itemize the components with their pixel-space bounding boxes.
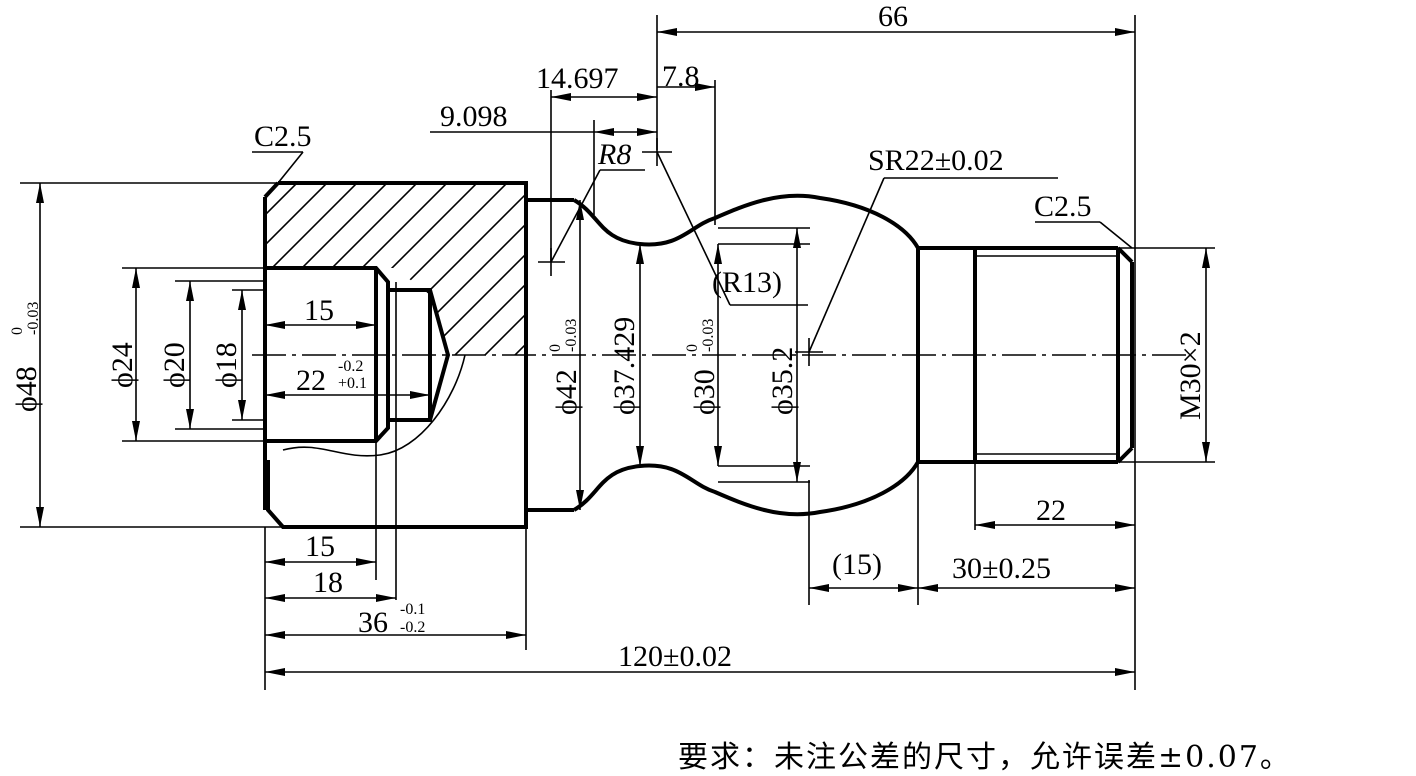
dim-15-paren: (15) [832,548,882,581]
dim-phi48: ϕ48 [10,366,43,412]
dim-36-tol-up: -0.1 [400,601,425,618]
dimension-lines [36,28,1210,676]
dim-c25-right: C2.5 [1034,190,1092,223]
dim-15-bottom: 15 [305,530,335,563]
dim-phi30: ϕ30 [688,369,721,415]
dim-phi35-2: ϕ35.2 [766,347,799,415]
dim-phi18: ϕ18 [210,342,243,388]
dim-phi48-tol-up: 0 [9,327,26,335]
hatch-line [265,183,526,355]
dim-phi30-tol-lo: -0.03 [700,319,717,352]
hatch-line [339,183,526,355]
hatch-line [265,183,526,355]
hatch-line [459,183,526,355]
dim-22-right: 22 [1036,494,1066,527]
dim-phi20: ϕ20 [158,342,191,388]
dim-120: 120±0.02 [618,640,732,673]
dim-9098: 9.098 [440,100,508,133]
hatch-line [265,183,411,355]
hatch-line [309,183,526,355]
dim-m30x2: M30×2 [1174,331,1207,420]
hatch-line [265,183,441,355]
dim-r8: R8 [597,138,631,171]
dim-c25-left: C2.5 [254,120,312,153]
dim-7-8: 7.8 [662,60,700,93]
dim-22: 22 [296,364,326,397]
hatch-line [265,183,501,355]
dim-36: 36 [358,606,388,639]
hatch-line [265,183,526,355]
dim-phi30-tol-up: 0 [684,344,701,352]
hatch-line [265,183,471,355]
hatch-line [265,183,351,355]
dim-phi48-tol-lo: -0.03 [25,302,42,335]
dim-sr22: SR22±0.02 [868,144,1004,177]
dim-r13: (R13) [712,266,782,299]
dim-22-tol-lo: +0.1 [338,375,367,392]
dim-phi42-tol-up: 0 [547,344,564,352]
hatch-line [265,183,526,355]
hatch-line [399,183,526,355]
requirement-note: 要求：未注公差的尺寸，允许误差±0.07。 [678,740,1292,775]
dim-15-inner: 15 [304,294,334,327]
dim-phi24: ϕ24 [106,342,139,388]
dim-18: 18 [313,566,343,599]
dim-phi42-tol-lo: -0.03 [563,319,580,352]
dim-phi42: ϕ42 [550,369,583,415]
dim-22-tol-up: -0.2 [338,358,363,375]
dim-14697: 14.697 [536,62,619,95]
hatch-line [265,183,291,355]
dim-phi37429: ϕ37.429 [608,317,641,415]
dim-30: 30±0.25 [952,552,1051,585]
hatch-line [265,183,381,355]
dim-36-tol-lo: -0.2 [400,619,425,636]
hatch-line [265,183,526,355]
section-hatch [265,183,526,355]
dim-66: 66 [878,0,908,33]
